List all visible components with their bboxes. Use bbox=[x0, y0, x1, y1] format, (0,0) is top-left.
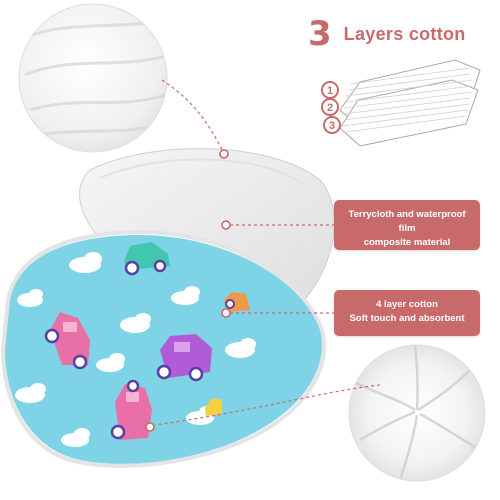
cloud-print bbox=[15, 252, 256, 447]
layer-stack-diagram bbox=[339, 59, 481, 147]
printed-pad bbox=[0, 229, 326, 468]
terry-fabric-closeup bbox=[18, 3, 168, 153]
callout-line: composite material bbox=[363, 237, 451, 248]
callout-connectors bbox=[154, 79, 381, 426]
callout-line: Soft touch and absorbent bbox=[349, 313, 465, 324]
headline-text: Layers cotton bbox=[343, 23, 466, 44]
layer-markers: 1 2 3 bbox=[321, 81, 341, 134]
car-print bbox=[44, 242, 250, 440]
layer-marker-2: 2 bbox=[327, 102, 333, 114]
headline-number: 3 bbox=[308, 14, 332, 54]
callout-terry-layer: Terrycloth and waterproof film composite… bbox=[334, 200, 480, 262]
callout-line: Prevent water leakage bbox=[357, 251, 457, 262]
callout-line: 4 layer cotton bbox=[376, 299, 438, 310]
layer-marker-1: 1 bbox=[327, 85, 333, 97]
callout-line: Terrycloth and waterproof film bbox=[348, 209, 466, 234]
callout-dots bbox=[145, 149, 231, 432]
layer-marker-3: 3 bbox=[329, 120, 335, 132]
headline: 3 Layers cotton bbox=[308, 14, 466, 54]
callout-cotton-layer: 4 layer cotton Soft touch and absorbent bbox=[334, 290, 480, 336]
muslin-fabric-closeup bbox=[348, 344, 486, 482]
